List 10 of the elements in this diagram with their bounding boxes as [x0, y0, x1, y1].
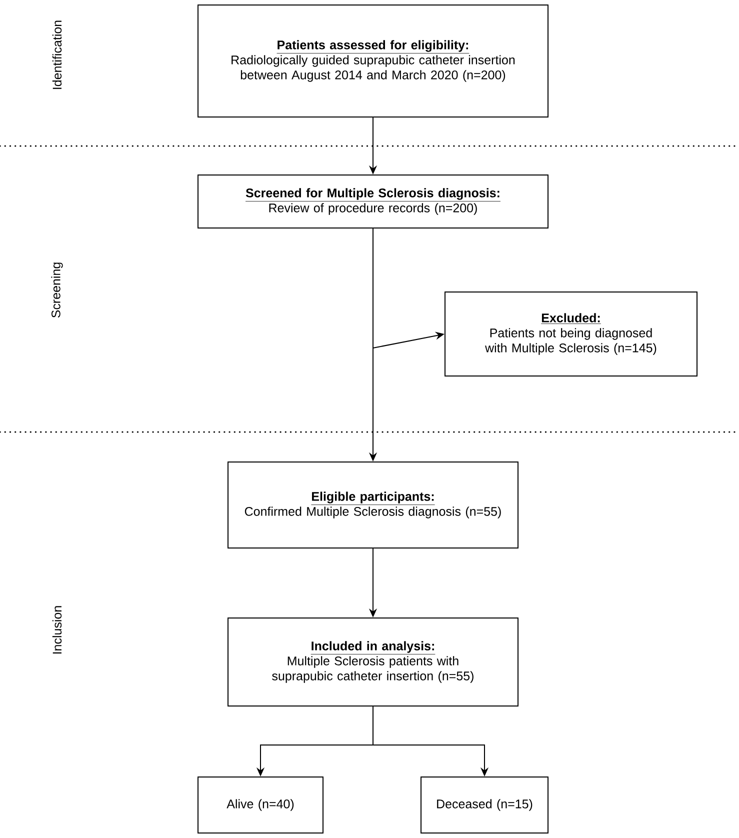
stage-label: Inclusion — [52, 606, 62, 654]
process-box: Patients assessed for eligibility: Radiologically guided suprapubic catheter insertion between August 2014 and March 2020 (n=200) — [198, 4, 548, 118]
process-box: Screened for Multiple Sclerosis diagnosis: Review of procedure records (n=200) — [198, 174, 548, 228]
stage-label: Identification — [52, 20, 62, 89]
stage-label: Screening — [51, 262, 63, 318]
process-box: Eligible participants: Confirmed Multiple Sclerosis diagnosis (n=55) — [228, 462, 518, 548]
process-box: Included in analysis: Multiple Sclerosis patients with suprapubic catheter insertion (n=55) — [228, 618, 518, 706]
process-box: Excluded: Patients not being diagnosed with Multiple Sclerosis (n=145) — [444, 292, 698, 376]
process-box: Alive (n=40) — [198, 776, 324, 834]
process-box: Deceased (n=15) — [420, 776, 548, 834]
